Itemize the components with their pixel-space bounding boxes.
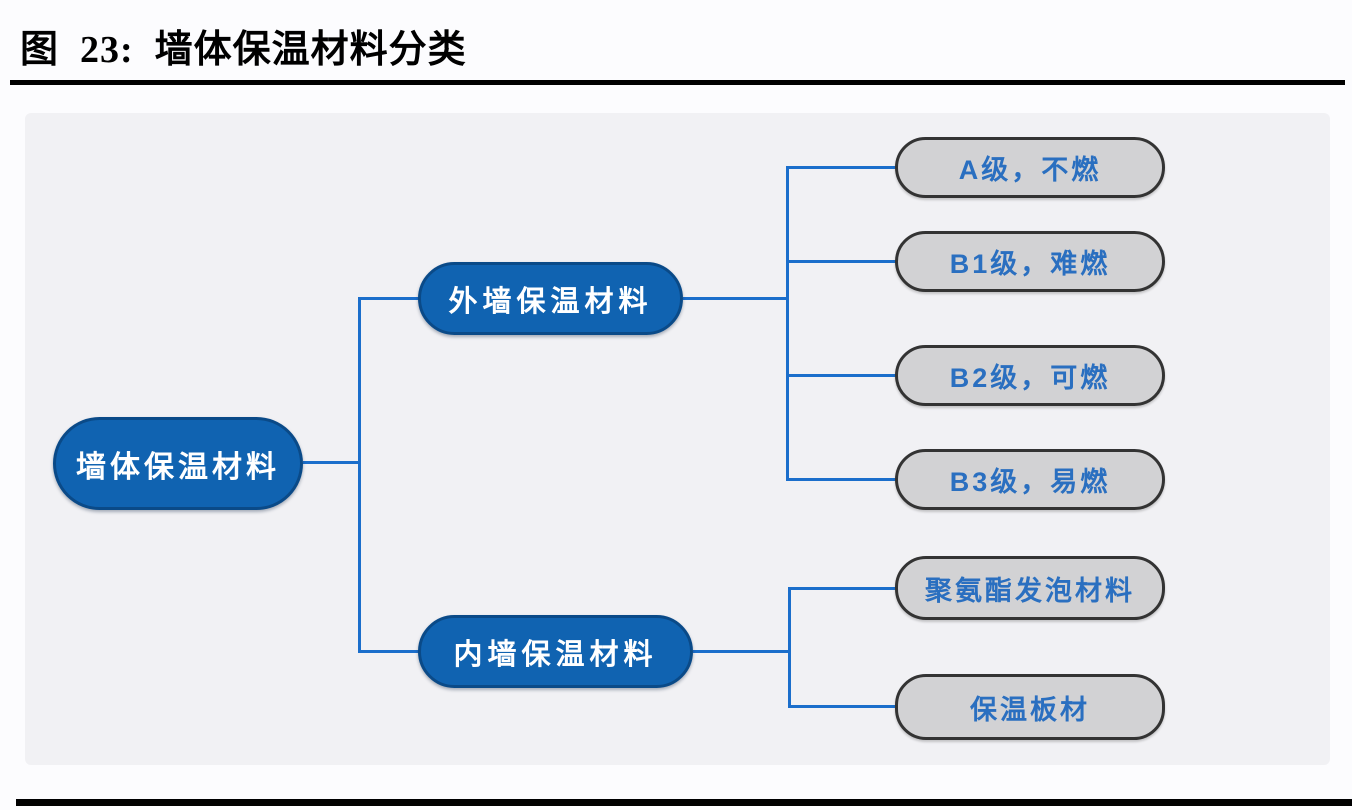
node-leaf-grade-b1-label: B1级，难燃	[949, 249, 1111, 279]
figure-title: 图 23: 墙体保温材料分类	[20, 29, 467, 71]
node-root-label: 墙体保温材料	[76, 450, 280, 484]
connector-to-leaf-b1	[786, 260, 896, 263]
node-branch-exterior-label: 外墙保温材料	[448, 285, 653, 318]
connector-to-leaf-b2	[786, 374, 896, 377]
bracket-interior-vertical	[788, 587, 791, 708]
node-leaf-grade-a: A级，不燃	[895, 137, 1165, 198]
node-leaf-grade-b1: B1级，难燃	[895, 231, 1165, 292]
node-branch-interior-label: 内墙保温材料	[453, 638, 658, 671]
node-leaf-grade-b2-label: B2级，可燃	[949, 363, 1111, 393]
node-leaf-polyurethane-foam: 聚氨酯发泡材料	[895, 556, 1165, 620]
connector-root-to-bracket	[303, 461, 360, 464]
node-leaf-grade-a-label: A级，不燃	[958, 155, 1102, 185]
connector-interior-to-bracket	[693, 650, 790, 653]
node-leaf-grade-b3-label: B3级，易燃	[949, 467, 1111, 497]
title-underline-rule	[10, 80, 1345, 85]
connector-exterior-to-bracket	[683, 297, 788, 300]
bracket-exterior-vertical	[786, 166, 789, 481]
bracket-level1-vertical	[358, 297, 361, 653]
node-branch-exterior-wall: 外墙保温材料	[418, 262, 683, 335]
connector-to-exterior-branch	[358, 297, 420, 300]
connector-to-leaf-a	[786, 166, 896, 169]
connector-to-leaf-pu	[788, 587, 896, 590]
node-leaf-polyurethane-foam-label: 聚氨酯发泡材料	[925, 575, 1135, 606]
connector-to-leaf-board	[788, 705, 896, 708]
node-root-wall-insulation: 墙体保温材料	[53, 417, 303, 510]
node-leaf-grade-b2: B2级，可燃	[895, 345, 1165, 406]
page-bottom-rule	[16, 799, 1352, 806]
node-branch-interior-wall: 内墙保温材料	[418, 615, 693, 688]
node-leaf-insulation-board-label: 保温板材	[970, 694, 1090, 725]
node-leaf-grade-b3: B3级，易燃	[895, 449, 1165, 510]
node-leaf-insulation-board: 保温板材	[895, 674, 1165, 740]
connector-to-leaf-b3	[786, 478, 896, 481]
connector-to-interior-branch	[358, 650, 420, 653]
